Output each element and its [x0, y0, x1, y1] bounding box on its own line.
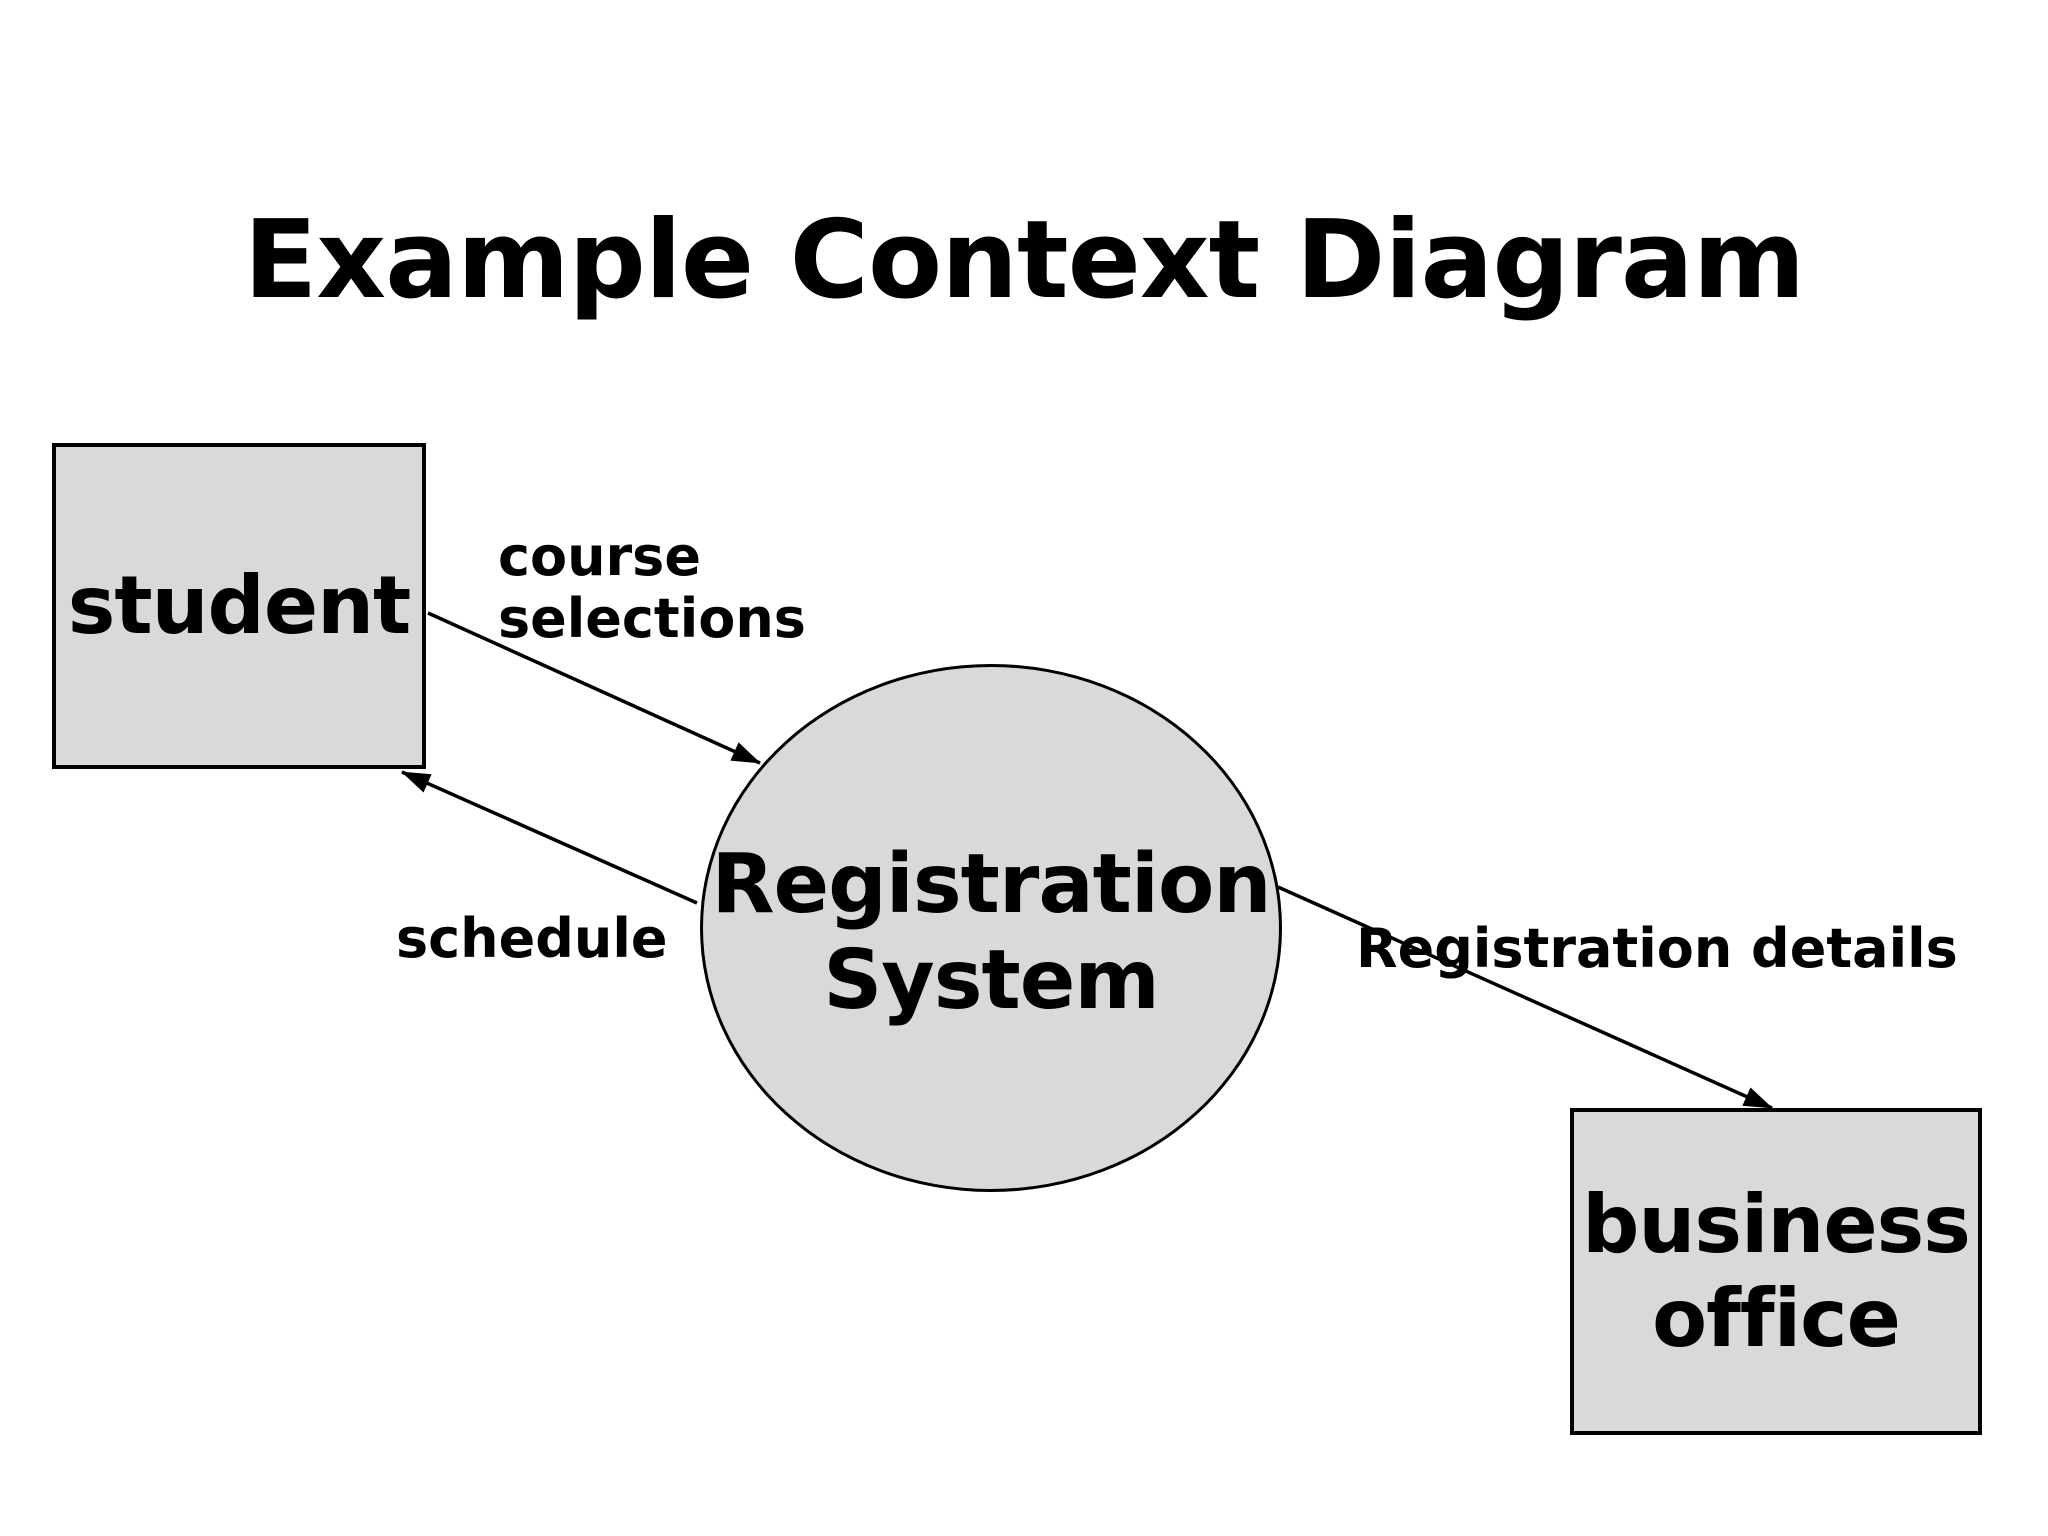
node-registration-system: Registration System [700, 664, 1282, 1192]
flow-arrow-registration-details [1277, 885, 1773, 1110]
node-business-office: business office [1570, 1108, 1982, 1435]
flow-label-course-selections-line1: course [498, 525, 701, 588]
node-student-label: student [67, 559, 412, 652]
diagram-title: Example Context Diagram [243, 198, 1806, 323]
node-registration-system-label-line2: System [823, 933, 1160, 1028]
flow-label-course-selections-line2: selections [498, 587, 806, 650]
node-registration-system-label-line1: Registration [711, 837, 1271, 932]
flow-arrow-course-selections [427, 611, 761, 765]
flow-arrow-schedule [401, 770, 698, 905]
flow-label-registration-details: Registration details [1356, 917, 1958, 980]
node-business-office-label-line2: office [1652, 1271, 1901, 1365]
flow-label-course-selections: course selections [498, 526, 806, 650]
flow-label-schedule: schedule [396, 907, 668, 970]
node-student: student [52, 443, 426, 769]
node-business-office-label-line1: business [1582, 1177, 1971, 1271]
